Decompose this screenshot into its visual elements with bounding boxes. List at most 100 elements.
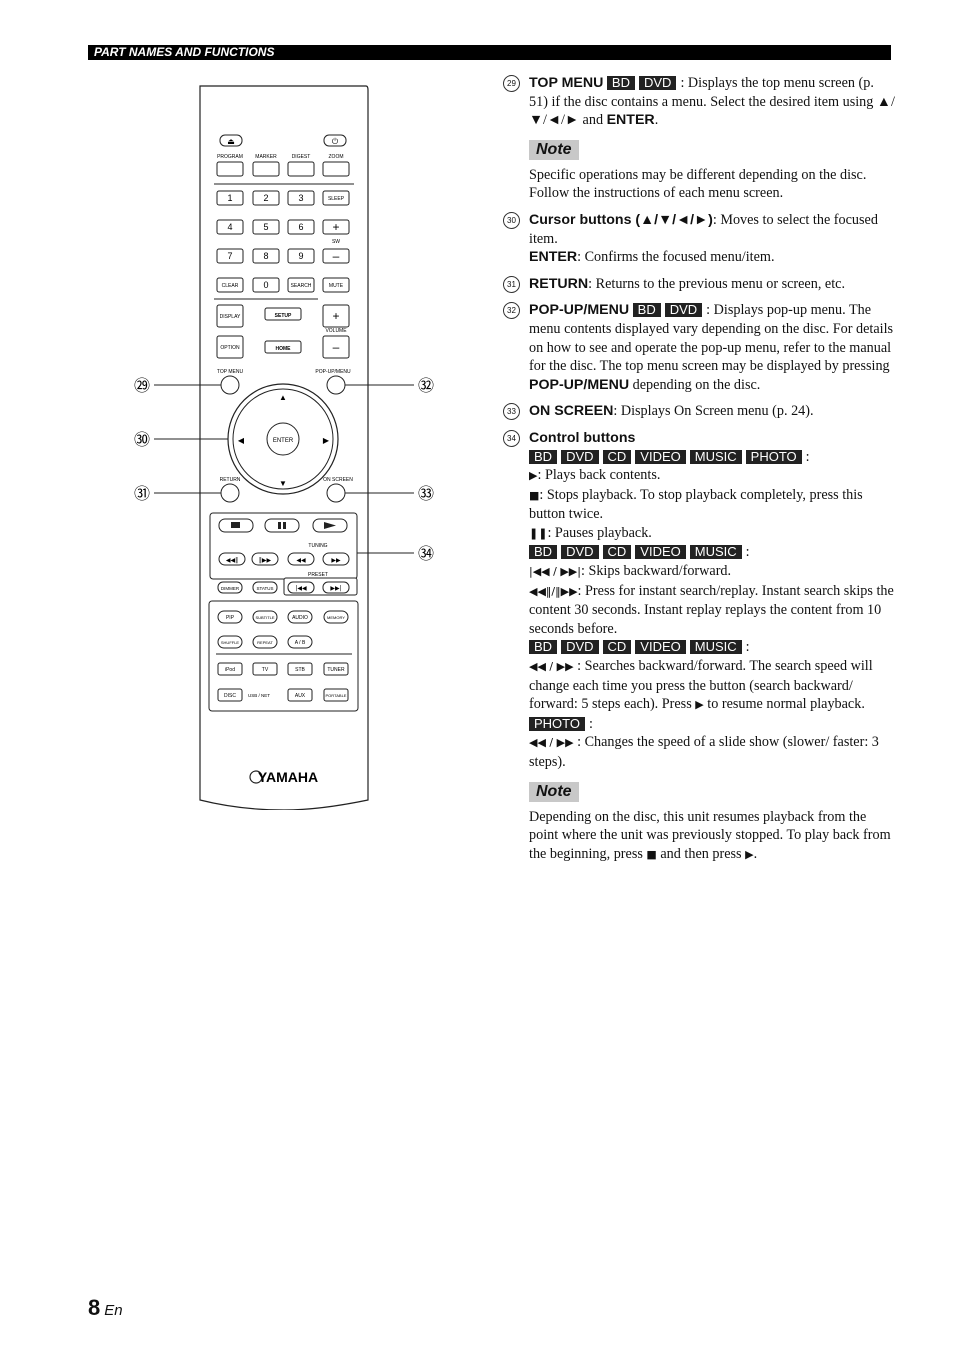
marker-button[interactable]: [252, 161, 280, 177]
return-label: RETURN: [220, 477, 241, 483]
pip-button[interactable]: PIP: [226, 615, 235, 621]
volume-plus-icon[interactable]: +: [332, 309, 339, 323]
item-title: TOP MENU: [529, 75, 604, 91]
yamaha-logo: YAMAHA: [258, 769, 318, 785]
stop-icon: ■: [529, 488, 540, 502]
search-button[interactable]: SEARCH: [291, 283, 312, 289]
clear-button[interactable]: CLEAR: [222, 283, 239, 289]
section-header: PART NAMES AND FUNCTIONS: [88, 45, 891, 60]
key-3[interactable]: 3: [298, 193, 303, 203]
option-button[interactable]: OPTION: [220, 345, 240, 351]
pause-icon: [278, 522, 281, 529]
tag-dvd: DVD: [638, 76, 677, 90]
callout-29: ㉙: [134, 376, 150, 395]
zoom-button[interactable]: [322, 161, 350, 177]
callout-33: ㉝: [418, 484, 434, 503]
sw-plus-icon[interactable]: +: [332, 220, 339, 234]
callout-32: ㉜: [418, 376, 434, 395]
volume-label: VOLUME: [325, 328, 347, 334]
callout-30: ㉚: [134, 430, 150, 449]
subtitle-button[interactable]: SUBTITLE: [255, 615, 274, 620]
repeat-button[interactable]: REPEAT: [257, 640, 273, 645]
digest-label: DIGEST: [292, 154, 311, 160]
key-2[interactable]: 2: [263, 193, 268, 203]
search-back-icon: ◀◀: [296, 557, 306, 564]
ab-button[interactable]: A / B: [295, 640, 306, 646]
item-return: 31 RETURN: Returns to the previous menu …: [503, 275, 895, 294]
program-button[interactable]: [216, 161, 244, 177]
key-5[interactable]: 5: [263, 222, 268, 232]
callout-31: ㉛: [134, 484, 150, 503]
key-1[interactable]: 1: [227, 193, 232, 203]
zoom-label: ZOOM: [329, 154, 344, 160]
note-heading-2: Note: [529, 781, 579, 802]
play-icon: ▶: [529, 469, 538, 483]
program-label: PROGRAM: [217, 154, 243, 160]
setup-button[interactable]: SETUP: [275, 313, 292, 319]
callout-34: ㉞: [418, 544, 434, 563]
return-button[interactable]: [220, 483, 240, 503]
tuner-button[interactable]: TUNER: [327, 667, 345, 673]
mute-button[interactable]: MUTE: [329, 283, 344, 289]
digest-button[interactable]: [287, 161, 315, 177]
skip-fwd-icon[interactable]: ▶▶|: [330, 585, 341, 592]
popup-menu-label: POP-UP/MENU: [315, 369, 351, 375]
key-6[interactable]: 6: [298, 222, 303, 232]
disc-button[interactable]: DISC: [224, 693, 236, 699]
instant-search-icon: ‖▶▶: [259, 557, 272, 564]
cursor-up-icon[interactable]: ▲: [279, 393, 287, 402]
sleep-button[interactable]: SLEEP: [328, 196, 345, 202]
play-icon: [324, 522, 336, 529]
volume-minus-icon[interactable]: –: [333, 340, 340, 354]
popup-menu-button[interactable]: [326, 375, 346, 395]
enter-button[interactable]: [266, 422, 300, 456]
slide-speed-icon: ◀◀ / ▶▶: [529, 736, 574, 750]
tv-button[interactable]: TV: [262, 667, 269, 673]
tuning-label: TUNING: [308, 543, 327, 549]
dimmer-button[interactable]: DIMMER: [221, 586, 240, 591]
memory-button[interactable]: MEMORY: [327, 615, 345, 620]
cursor-right-icon[interactable]: ▶: [323, 436, 330, 445]
home-button[interactable]: HOME: [276, 346, 292, 352]
on-screen-button[interactable]: [326, 483, 346, 503]
display-button[interactable]: DISPLAY: [220, 314, 241, 320]
item-number: 29: [503, 75, 520, 92]
key-8[interactable]: 8: [263, 251, 268, 261]
note-text-2: Depending on the disc, this unit resumes…: [529, 808, 891, 862]
skip-icon: |◀◀ / ▶▶|: [529, 565, 581, 579]
portable-button[interactable]: PORTABLE: [326, 693, 347, 698]
cursor-left-icon[interactable]: ◀: [238, 436, 245, 445]
stb-button[interactable]: STB: [295, 667, 305, 673]
marker-label: MARKER: [255, 154, 277, 160]
preset-label: PRESET: [308, 572, 328, 578]
power-icon[interactable]: ⏻: [332, 137, 339, 146]
search-icon: ◀◀ / ▶▶: [529, 660, 574, 674]
instant-icon: ◀◀‖/‖▶▶: [529, 584, 578, 598]
tag-bd: BD: [606, 76, 635, 90]
key-0[interactable]: 0: [263, 280, 268, 290]
note-heading: Note: [529, 139, 579, 160]
top-menu-button[interactable]: [220, 375, 240, 395]
usb-net-label: USB / NET: [248, 693, 270, 698]
skip-back-icon[interactable]: |◀◀: [295, 585, 307, 592]
eject-icon[interactable]: ⏏: [227, 137, 235, 146]
shuffle-button[interactable]: SHUFFLE: [221, 640, 240, 645]
enter-label: ENTER: [273, 438, 294, 444]
status-button[interactable]: STATUS: [256, 586, 273, 591]
key-4[interactable]: 4: [227, 222, 232, 232]
sw-minus-icon[interactable]: –: [333, 249, 340, 263]
key-9[interactable]: 9: [298, 251, 303, 261]
search-fwd-icon: ▶▶: [331, 557, 341, 564]
sw-label: SW: [332, 239, 340, 245]
pause-button[interactable]: [264, 518, 300, 533]
yamaha-emblem-icon: [249, 770, 263, 784]
ipod-button[interactable]: iPod: [225, 667, 235, 673]
cursor-down-icon[interactable]: ▼: [279, 479, 287, 488]
key-7[interactable]: 7: [227, 251, 232, 261]
audio-button[interactable]: AUDIO: [292, 615, 308, 621]
aux-button[interactable]: AUX: [295, 693, 306, 699]
instant-replay-icon: ◀◀‖: [226, 557, 238, 564]
